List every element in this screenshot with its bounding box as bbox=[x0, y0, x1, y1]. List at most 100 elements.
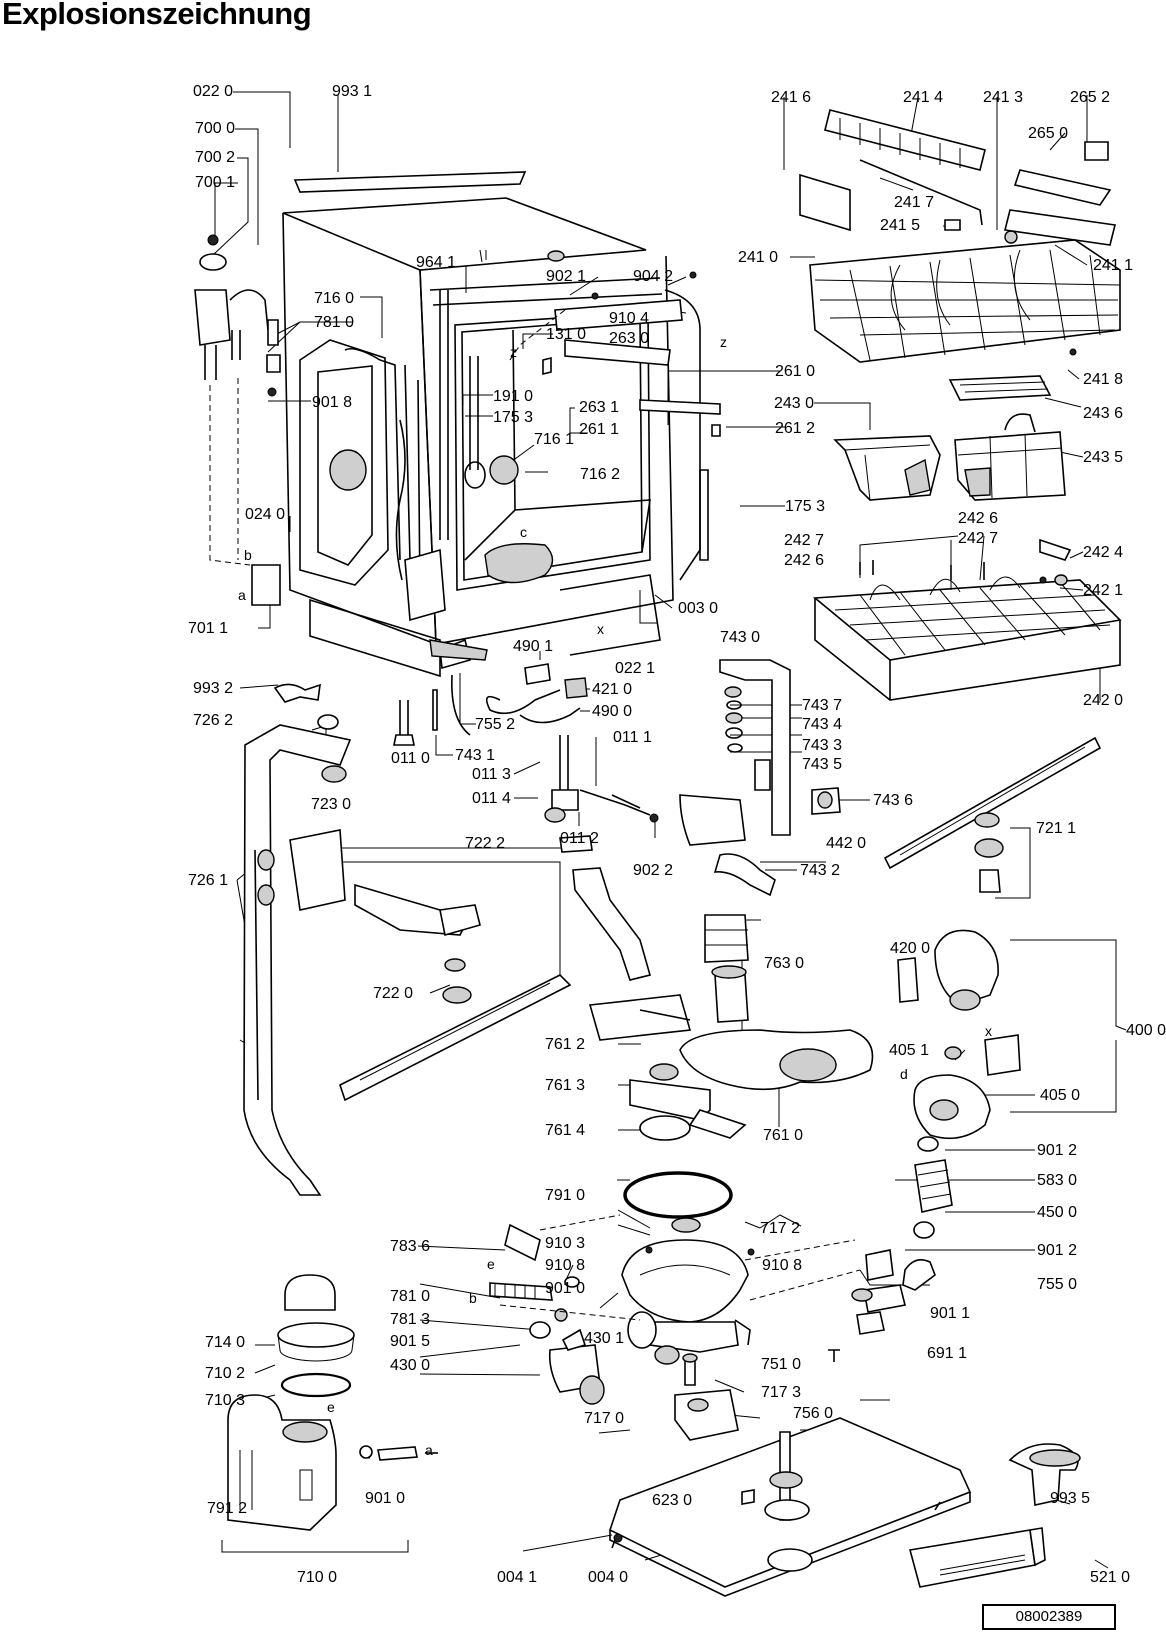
part-722-2-housing bbox=[289, 829, 346, 911]
part-label: 265 0 bbox=[1028, 125, 1069, 142]
part-label: 717 2 bbox=[760, 1220, 801, 1237]
drawing-number-box: 08002389 bbox=[982, 1604, 1116, 1630]
part-label: 902 2 bbox=[633, 862, 674, 879]
part-label: 756 0 bbox=[793, 1405, 834, 1422]
part-label: 901 2 bbox=[1037, 1142, 1078, 1159]
part-label: 011 1 bbox=[613, 729, 652, 746]
part-label: 400 0 bbox=[1126, 1022, 1166, 1039]
part-label: 241 5 bbox=[880, 217, 921, 234]
part-label: 450 0 bbox=[1037, 1204, 1078, 1221]
part-label: 261 2 bbox=[775, 420, 816, 437]
part-label: 710 3 bbox=[205, 1392, 246, 1409]
connection-letter: x bbox=[597, 621, 604, 637]
part-label: 751 0 bbox=[761, 1356, 802, 1373]
control-panel-521-0 bbox=[908, 1529, 1036, 1588]
part-label: 716 2 bbox=[580, 466, 621, 483]
part-label: 761 4 bbox=[545, 1122, 586, 1139]
part-label: 241 6 bbox=[771, 89, 812, 106]
part-label: 910 3 bbox=[545, 1235, 586, 1252]
part-label: 743 4 bbox=[802, 716, 843, 733]
part-label: 242 6 bbox=[958, 510, 999, 527]
part-label: 783 6 bbox=[390, 1238, 431, 1255]
part-label: 442 0 bbox=[826, 835, 867, 852]
part-label: 241 1 bbox=[1093, 257, 1134, 274]
part-label: 243 0 bbox=[774, 395, 815, 412]
page-title: Explosionszeichnung bbox=[2, 0, 312, 31]
detergent-port bbox=[329, 449, 367, 491]
part-label: 904 2 bbox=[633, 268, 674, 285]
part-label: 691 1 bbox=[927, 1345, 968, 1362]
part-label: 490 0 bbox=[592, 703, 633, 720]
connection-letter: b bbox=[244, 547, 252, 563]
part-label: 022 1 bbox=[615, 660, 656, 677]
part-label: 011 0 bbox=[391, 750, 430, 767]
part-label: 521 0 bbox=[1090, 1569, 1131, 1586]
part-label: 761 2 bbox=[545, 1036, 586, 1053]
spray-pipe-726 bbox=[239, 714, 572, 1196]
connection-letter: d bbox=[900, 1066, 908, 1082]
part-label: 743 3 bbox=[802, 737, 843, 754]
part-label: 781 0 bbox=[390, 1288, 431, 1305]
part-label: 004 1 bbox=[497, 1569, 538, 1586]
part-label: 726 1 bbox=[188, 872, 229, 889]
softener-cap-714-0 bbox=[284, 1274, 336, 1311]
part-442-0 bbox=[679, 794, 746, 846]
base-plate-004 bbox=[609, 1417, 1081, 1597]
connection-letter: z bbox=[510, 344, 517, 360]
part-label: 243 6 bbox=[1083, 405, 1124, 422]
part-743-group bbox=[679, 659, 841, 897]
part-label: 405 0 bbox=[1040, 1087, 1081, 1104]
part-label: 755 0 bbox=[1037, 1276, 1078, 1293]
part-label: 700 0 bbox=[195, 120, 236, 137]
part-label: 781 0 bbox=[314, 314, 355, 331]
part-label: 717 0 bbox=[584, 1410, 625, 1427]
part-label: 901 8 bbox=[312, 394, 353, 411]
part-label: 993 1 bbox=[332, 83, 373, 100]
part-label: 910 4 bbox=[609, 310, 650, 327]
tub-top bbox=[282, 197, 647, 271]
part-label: 710 2 bbox=[205, 1365, 246, 1382]
connection-letter: e bbox=[487, 1256, 495, 1272]
part-label: 717 3 bbox=[761, 1384, 802, 1401]
part-label: 011 4 bbox=[472, 790, 511, 807]
lower-spray-arm bbox=[339, 974, 572, 1102]
flat-filter-761-0 bbox=[679, 1029, 874, 1091]
part-label: 716 0 bbox=[314, 290, 355, 307]
part-label: 242 7 bbox=[958, 530, 999, 547]
part-label: 261 0 bbox=[775, 363, 816, 380]
part-label: 901 0 bbox=[545, 1280, 586, 1297]
part-label: 700 1 bbox=[195, 174, 236, 191]
part-label: 242 7 bbox=[784, 532, 825, 549]
connection-letter: a bbox=[425, 1442, 433, 1458]
part-label: 901 0 bbox=[365, 1490, 406, 1507]
part-701-1 bbox=[251, 564, 281, 606]
part-label: 261 1 bbox=[579, 421, 620, 438]
part-label: 003 0 bbox=[678, 600, 719, 617]
middle-small-parts bbox=[273, 638, 659, 853]
part-label: 721 1 bbox=[1036, 820, 1077, 837]
part-label: 700 2 bbox=[195, 149, 236, 166]
part-label: 421 0 bbox=[592, 681, 633, 698]
tub-assembly bbox=[282, 171, 721, 678]
part-label: 716 1 bbox=[534, 431, 575, 448]
part-label: 623 0 bbox=[652, 1492, 693, 1509]
part-label: 011 2 bbox=[560, 830, 599, 847]
part-label: 175 3 bbox=[493, 409, 534, 426]
part-label: 263 0 bbox=[609, 330, 650, 347]
part-label: 430 1 bbox=[584, 1330, 625, 1347]
spray-arm-hub-716-2 bbox=[489, 455, 519, 485]
part-label: 722 0 bbox=[373, 985, 414, 1002]
part-label: 022 0 bbox=[193, 83, 234, 100]
connection-letter: x bbox=[985, 1023, 992, 1039]
part-label: 701 1 bbox=[188, 620, 229, 637]
wrench-993-2 bbox=[273, 683, 321, 703]
part-label: 243 5 bbox=[1083, 449, 1124, 466]
upper-basket-241 bbox=[799, 109, 1121, 363]
part-label: 791 0 bbox=[545, 1187, 586, 1204]
part-label: 241 3 bbox=[983, 89, 1024, 106]
part-label: 241 0 bbox=[738, 249, 779, 266]
lower-basket-242 bbox=[812, 538, 1122, 701]
part-label: 993 5 bbox=[1050, 1490, 1091, 1507]
part-label: 191 0 bbox=[493, 388, 534, 405]
